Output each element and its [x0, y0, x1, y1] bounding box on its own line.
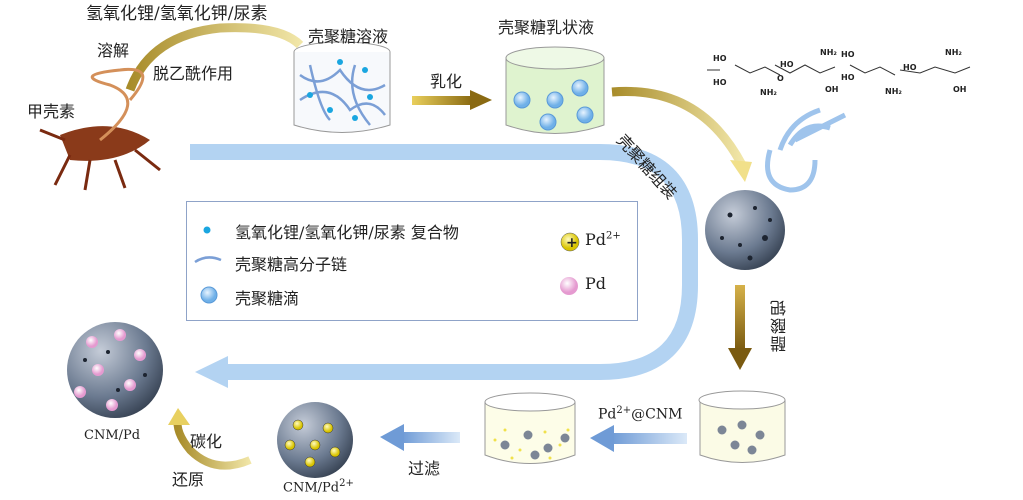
pd-cnm-label: Pd2+@CNM [598, 405, 683, 423]
chitosan-emulsion-label: 壳聚糖乳状液 [498, 18, 595, 37]
chitosan-coil-image [765, 107, 847, 193]
dissolve-label: 溶解 [97, 41, 130, 60]
chem-ho: HO [713, 78, 727, 87]
blue-curve-icon [194, 256, 222, 264]
blue-dot-icon [203, 226, 211, 234]
legend-label: 氢氧化锂/氢氧化钾/尿素 复合物 [235, 223, 459, 242]
blue-arrowhead-2 [380, 424, 404, 451]
chem-oh: OH [953, 85, 967, 94]
chem-ho: HO [713, 54, 727, 63]
chem-ho: HO [841, 50, 855, 59]
assembly-arrow [611, 86, 746, 168]
chem-nh2: NH₂ [820, 48, 837, 57]
cnm-sphere [705, 190, 785, 270]
pd-icon [560, 277, 578, 295]
chitosan-structure: HO HO NH₂ O HO NH₂ OH HO HO NH₂ HO NH₂ O… [705, 45, 975, 100]
dissolve-arrow [125, 23, 304, 92]
chem-nh2: NH₂ [885, 87, 902, 96]
filter-label: 过滤 [408, 459, 441, 478]
process-loop-arrow [190, 144, 698, 380]
reduce-label: 还原 [172, 470, 205, 489]
chem-ho: HO [903, 63, 917, 72]
blue-droplet-icon [200, 286, 218, 304]
chem-oh: OH [825, 85, 839, 94]
chitin-label: 甲壳素 [27, 102, 76, 121]
filter-beaker [484, 392, 576, 464]
svg-text:+: + [566, 235, 578, 251]
carbonize-arrow [173, 417, 252, 470]
process-loop-arrowhead [195, 356, 228, 388]
chitosan-emulsion-beaker [505, 46, 605, 134]
chitin-lobster-image [39, 67, 161, 191]
chitosan-solution-label: 壳聚糖溶液 [308, 27, 389, 46]
legend: + 氢氧化锂/氢氧化钾/尿素 复合物 壳聚糖高分子链 壳聚糖滴 Pd2+ Pd [186, 201, 638, 321]
emulsify-arrowhead [470, 90, 492, 110]
chem-nh2: NH₂ [760, 88, 777, 97]
legend-label: 壳聚糖高分子链 [235, 255, 348, 274]
chem-ho: HO [841, 73, 855, 82]
emulsify-label: 乳化 [430, 72, 463, 91]
chem-nh2: NH₂ [945, 48, 962, 57]
legend-label: 壳聚糖滴 [235, 289, 300, 308]
chem-ho: HO [780, 60, 794, 69]
legend-pd2-label: Pd2+ [585, 230, 621, 249]
legend-icons: + [194, 226, 580, 304]
pd-acetate-label: 醋酸钯 [770, 298, 789, 352]
pd-acetate-arrowhead [728, 348, 752, 370]
chitosan-bonds [707, 64, 971, 76]
blue-arrowhead-1 [590, 425, 614, 452]
cnm-pd-label: CNM/Pd [84, 428, 141, 443]
deacetylation-label: 脱乙酰作用 [153, 64, 234, 83]
reagents-label: 氢氧化锂/氢氧化钾/尿素 [86, 4, 268, 24]
chem-o: O [777, 74, 784, 83]
cnm-pd2-label: CNM/Pd2+ [283, 478, 354, 496]
pd2-icon [560, 232, 580, 252]
pd-cnm-beaker [698, 390, 786, 463]
legend-pd-label: Pd [585, 274, 607, 293]
chitosan-solution-beaker [293, 41, 391, 133]
carbonize-label: 碳化 [190, 432, 223, 451]
